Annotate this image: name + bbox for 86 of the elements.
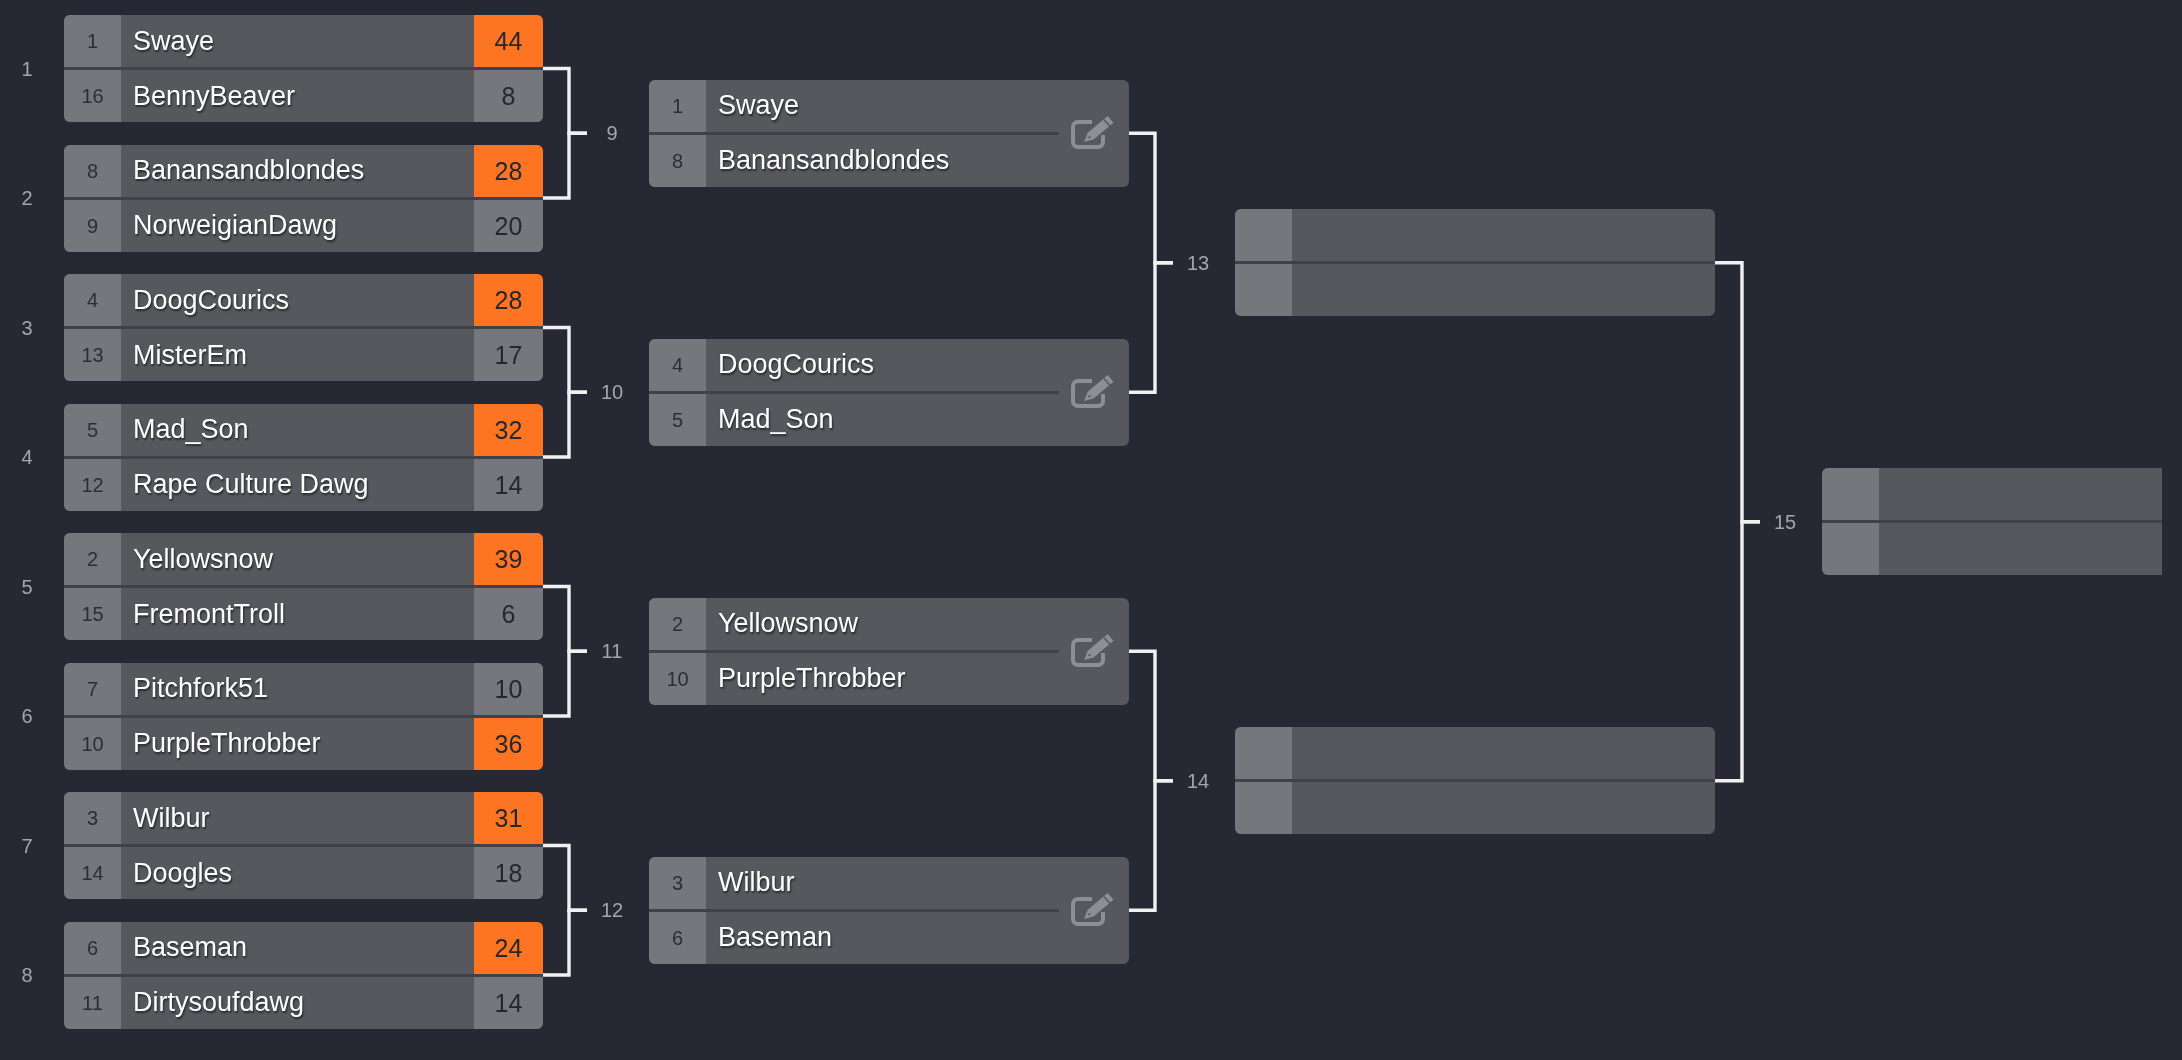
seed-cell: 4 xyxy=(64,274,121,326)
match-number: 4 xyxy=(21,445,33,469)
seed-cell: 7 xyxy=(64,662,121,715)
player-name: DoogCourics xyxy=(718,349,875,381)
bracket-line xyxy=(1129,779,1173,912)
score-cell: 6 xyxy=(474,588,543,640)
player-name: Banansandblondes xyxy=(718,145,950,177)
seed-cell: 12 xyxy=(64,458,121,511)
score-cell: 17 xyxy=(474,329,543,381)
player-name: FremontTroll xyxy=(133,598,286,630)
seed-cell: 11 xyxy=(64,976,121,1029)
match-number: 7 xyxy=(21,833,33,858)
player-name: Doogles xyxy=(133,857,233,889)
score-cell: 14 xyxy=(474,458,543,511)
match-number: 14 xyxy=(1186,768,1210,793)
seed-cell: 5 xyxy=(649,393,706,446)
bracket-line xyxy=(543,649,587,718)
seed-cell: 10 xyxy=(649,652,706,705)
match-number: 8 xyxy=(21,963,33,987)
score-cell: 44 xyxy=(474,15,543,67)
seed-cell: 2 xyxy=(64,533,121,585)
seed-cell: 13 xyxy=(64,329,121,381)
seed-cell: 6 xyxy=(649,911,706,964)
player-name: Dirtysoufdawg xyxy=(133,987,305,1018)
seed-cell: 10 xyxy=(64,717,121,770)
player-name: Mad_Son xyxy=(133,414,249,445)
match-number: 11 xyxy=(601,639,623,664)
score-cell: 31 xyxy=(474,792,543,844)
player-name: Rape Culture Dawg xyxy=(133,469,369,500)
match-number: 1 xyxy=(21,56,33,81)
seed-cell: 6 xyxy=(64,921,121,974)
player-name: Wilbur xyxy=(133,802,210,834)
match-number: 9 xyxy=(606,121,618,146)
seed-cell: 16 xyxy=(64,70,121,122)
seed-cell: 3 xyxy=(64,792,121,844)
seed-cell: 4 xyxy=(649,338,706,391)
score-cell: 32 xyxy=(474,403,543,456)
bracket-line xyxy=(543,908,587,977)
score-cell: 28 xyxy=(474,274,543,326)
match-number: 15 xyxy=(1773,509,1797,534)
score-cell: 18 xyxy=(474,847,543,899)
match-number: 5 xyxy=(21,574,33,599)
match-number: 2 xyxy=(21,186,33,210)
seed-cell: 1 xyxy=(64,15,121,67)
player-name: Pitchfork51 xyxy=(133,673,269,704)
player-name: Banansandblondes xyxy=(133,155,365,186)
seed-cell: 3 xyxy=(649,856,706,909)
bracket-line xyxy=(1129,261,1173,394)
score-cell: 14 xyxy=(474,976,543,1029)
score-cell: 8 xyxy=(474,70,543,122)
seed-cell: 5 xyxy=(64,403,121,456)
player-name: PurpleThrobber xyxy=(718,663,906,695)
seed-cell: 2 xyxy=(649,597,706,650)
match-number: 6 xyxy=(21,704,33,728)
score-cell: 28 xyxy=(474,144,543,197)
score-cell: 39 xyxy=(474,533,543,585)
player-name: Yellowsnow xyxy=(718,608,859,640)
seed-cell: 15 xyxy=(64,588,121,640)
player-name: Wilbur xyxy=(718,867,795,899)
player-name: Swaye xyxy=(718,90,800,122)
seed-cell: 8 xyxy=(649,134,706,187)
player-name: Baseman xyxy=(718,922,833,954)
match-number: 3 xyxy=(21,315,33,340)
score-cell: 20 xyxy=(474,199,543,252)
score-cell: 24 xyxy=(474,921,543,974)
seed-cell: 1 xyxy=(649,79,706,132)
seed-cell: 14 xyxy=(64,847,121,899)
player-name: PurpleThrobber xyxy=(133,728,321,759)
match-number: 12 xyxy=(600,898,624,923)
seed-cell: 9 xyxy=(64,199,121,252)
score-cell: 10 xyxy=(474,662,543,715)
player-name: BennyBeaver xyxy=(133,80,296,112)
player-name: Baseman xyxy=(133,932,248,963)
bracket-line xyxy=(543,131,587,200)
match-number: 13 xyxy=(1186,250,1210,275)
bracket-line xyxy=(543,390,587,459)
match-number: 10 xyxy=(600,380,624,405)
seed-cell: 8 xyxy=(64,144,121,197)
score-cell: 36 xyxy=(474,717,543,770)
player-name: NorweigianDawg xyxy=(133,210,338,241)
player-name: Swaye xyxy=(133,25,215,57)
player-name: DoogCourics xyxy=(133,284,290,316)
bracket-line xyxy=(1715,520,1760,783)
player-name: Mad_Son xyxy=(718,404,834,436)
player-name: Yellowsnow xyxy=(133,543,274,575)
player-name: MisterEm xyxy=(133,339,247,371)
